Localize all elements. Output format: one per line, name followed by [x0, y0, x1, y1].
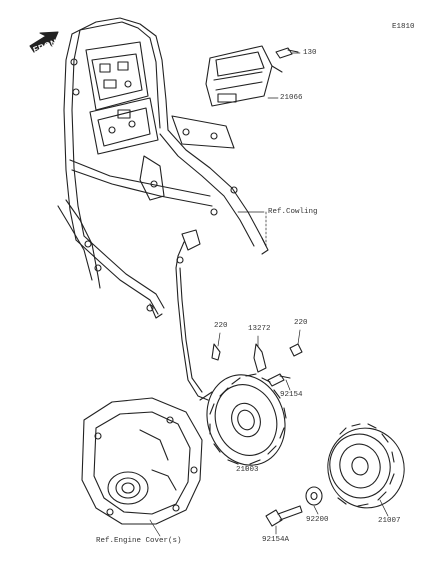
part-number-21007: 21007: [378, 517, 401, 525]
stator-wire-harness: [175, 229, 209, 401]
diagram-code: E1810: [392, 23, 415, 31]
part-number-92200: 92200: [306, 516, 329, 524]
engine-cover: [81, 397, 203, 525]
washer-92200: [305, 486, 323, 506]
leader-lines: [149, 52, 389, 537]
bolt-92154a: [265, 505, 303, 527]
bolt-220-right: [289, 343, 303, 357]
stator-21003: [199, 373, 287, 466]
part-number-220-right: 220: [294, 319, 308, 327]
bolt-92154: [267, 373, 291, 387]
part-number-92154a: 92154A: [262, 536, 290, 544]
part-number-13272: 13272: [248, 325, 271, 333]
bolt-130: [275, 47, 299, 59]
part-number-220-left: 220: [214, 322, 228, 330]
front-arrow-icon: [29, 31, 59, 53]
ref-cowling-label: Ref.Cowling: [268, 208, 318, 216]
clamp-13272: [253, 343, 267, 373]
bolt-220-left: [211, 343, 221, 361]
part-number-21066: 21066: [280, 94, 303, 102]
part-number-92154: 92154: [280, 391, 303, 399]
rotor-21007: [327, 423, 405, 509]
part-number-21003: 21003: [236, 466, 259, 474]
frame-bracket: [57, 17, 269, 319]
regulator-21066: [205, 45, 283, 107]
ref-engine-cover-label: Ref.Engine Cover(s): [96, 537, 182, 545]
part-number-130: 130: [303, 49, 317, 57]
